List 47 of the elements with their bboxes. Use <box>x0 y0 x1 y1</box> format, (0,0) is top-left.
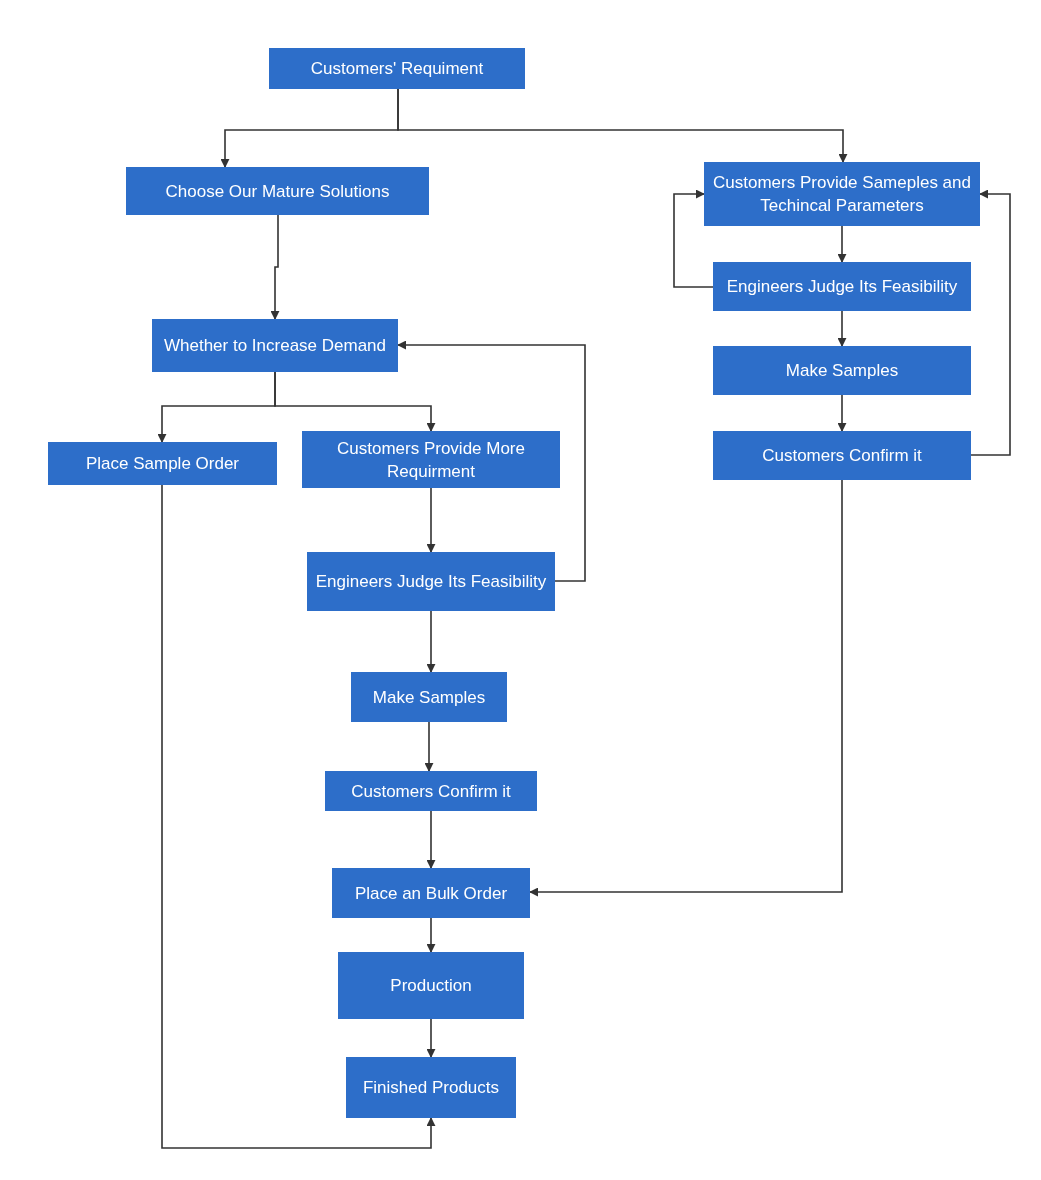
arrow <box>270 214 280 320</box>
box-label: Choose Our Mature Solutions <box>165 180 390 203</box>
box-label: Make Samples <box>372 686 486 709</box>
arrow <box>426 1018 436 1058</box>
arrow <box>426 610 436 673</box>
arrow <box>837 225 847 263</box>
process-box <box>307 552 555 611</box>
box-label: Make Samples <box>785 360 899 382</box>
process-box <box>126 167 429 215</box>
box-label: Place an Bulk Order <box>354 882 508 905</box>
arrow <box>426 810 436 869</box>
process-box <box>338 952 524 1019</box>
arrow <box>426 917 436 953</box>
box-label: Customers' Requiment <box>310 58 484 80</box>
box-label: Customers Confirm it <box>762 445 922 467</box>
process-box <box>346 1057 516 1118</box>
process-box <box>351 672 507 722</box>
box-label: Finished Products <box>362 1077 500 1099</box>
box-label: Whether to Increase Demand <box>163 335 387 357</box>
arrow <box>424 721 434 772</box>
arrow <box>274 371 436 432</box>
box-label: Engineers Judge Its Feasibility <box>726 276 958 298</box>
arrow <box>426 487 436 553</box>
process-box <box>48 442 277 485</box>
process-box <box>325 771 537 811</box>
process-box <box>713 262 971 311</box>
box-label: Place Sample Order <box>85 453 240 475</box>
arrow <box>397 340 586 582</box>
process-box <box>269 48 525 89</box>
arrow <box>673 189 714 288</box>
box-label: Production <box>390 975 472 997</box>
arrow <box>529 479 843 897</box>
process-box <box>713 346 971 395</box>
process-box <box>704 162 980 226</box>
process-box <box>302 431 560 488</box>
arrow <box>397 88 848 163</box>
box-label: Engineers Judge Its Feasibility <box>315 571 547 593</box>
box-label: Customers Provide Sameples and Techincal Parameters <box>712 172 972 217</box>
arrow <box>837 394 847 432</box>
process-box <box>332 868 530 918</box>
process-box <box>713 431 971 480</box>
box-label: Customers Provide More Requirment <box>336 437 526 483</box>
arrow <box>970 189 1011 456</box>
arrow <box>837 310 847 347</box>
box-label: Customers Confirm it <box>351 780 511 803</box>
process-box <box>152 319 398 372</box>
arrow <box>161 484 436 1149</box>
